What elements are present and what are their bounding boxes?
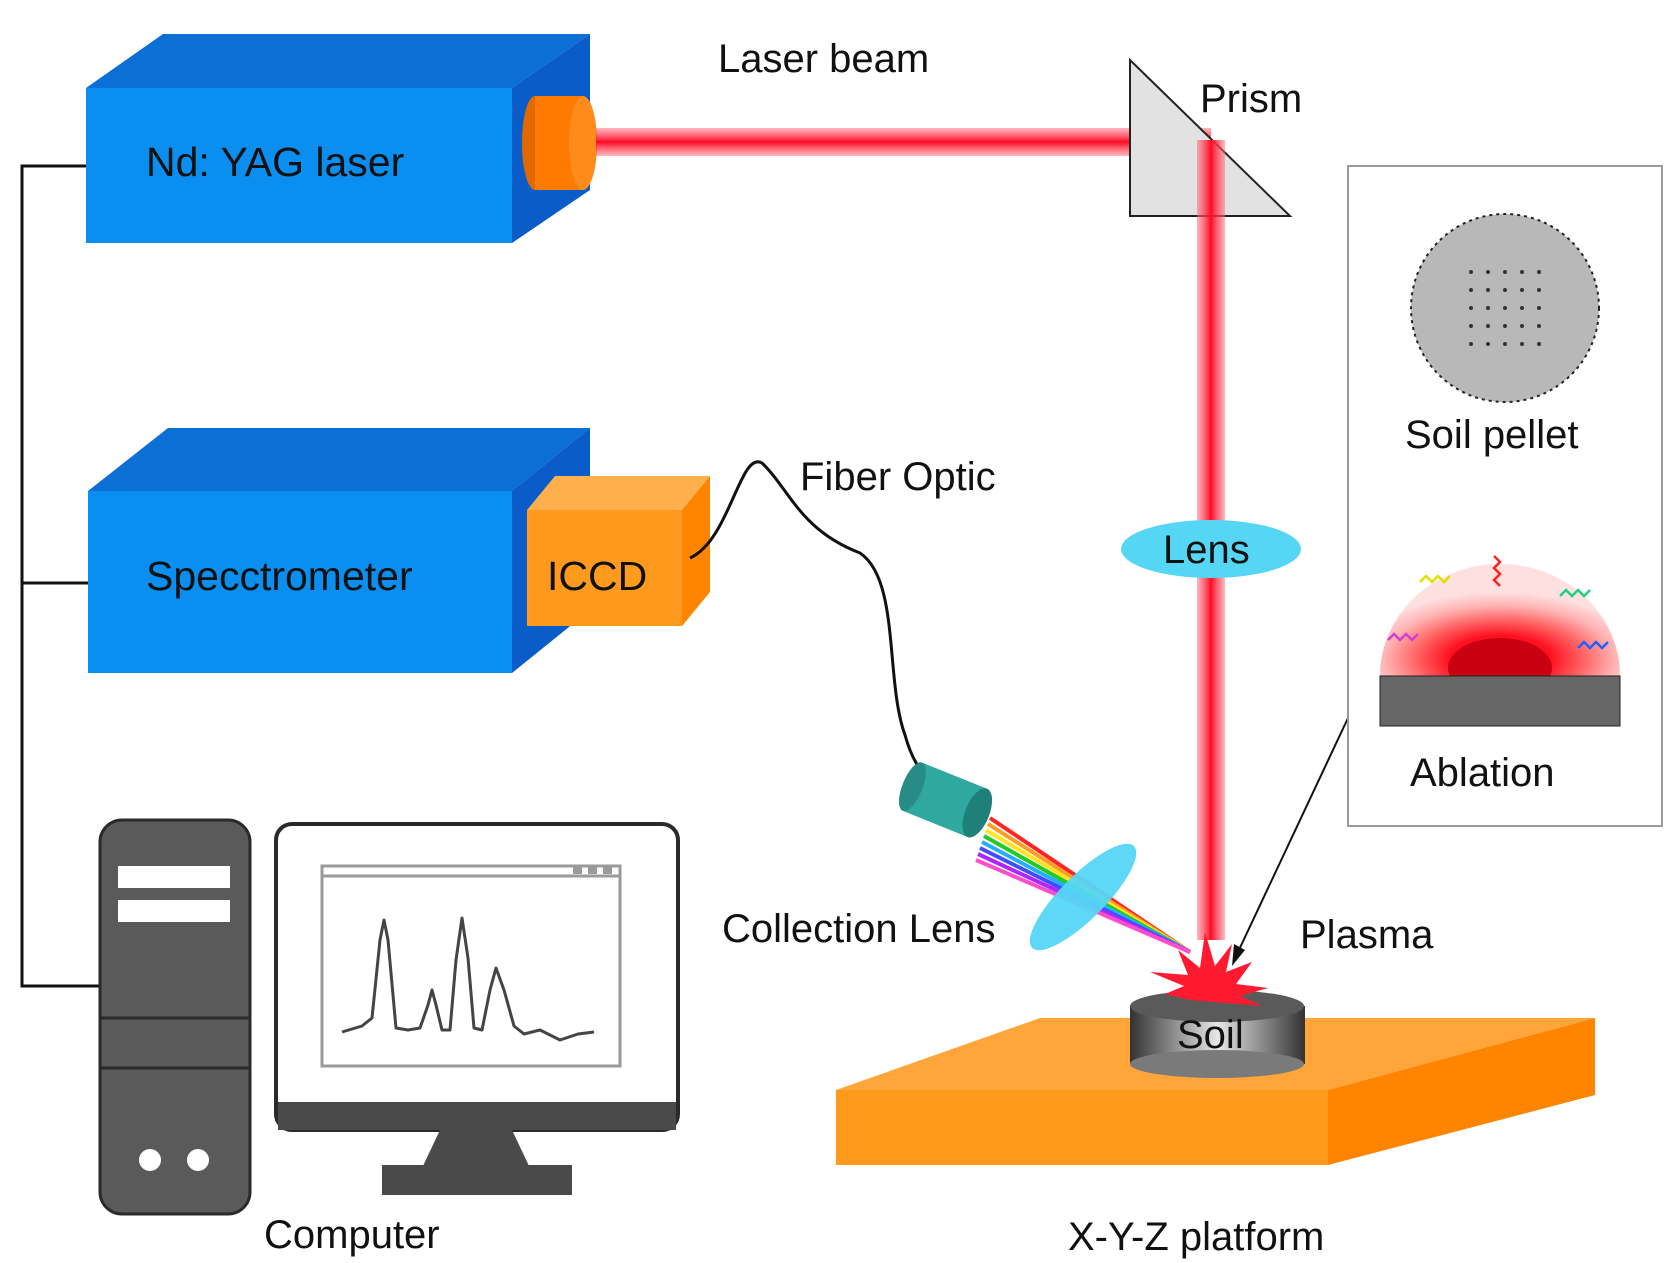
iccd-box-front xyxy=(527,510,682,626)
ablation-label: Ablation xyxy=(1410,751,1555,795)
laser-beam-horizontal xyxy=(596,128,1211,156)
emission-squiggle xyxy=(1492,555,1502,587)
emission-squiggle xyxy=(1387,632,1419,642)
grid-dot xyxy=(1520,288,1524,292)
drive-bay xyxy=(118,900,230,922)
grid-dot xyxy=(1537,324,1541,328)
grid-dot xyxy=(1503,270,1507,274)
ablation-pointer-arrow xyxy=(1232,717,1349,966)
grid-dot xyxy=(1520,342,1524,346)
platform-label: X-Y-Z platform xyxy=(1068,1215,1324,1259)
grid-dot xyxy=(1469,324,1473,328)
emission-squiggle xyxy=(1577,640,1609,650)
platform-front xyxy=(836,1090,1328,1165)
iccd-box: ICCD xyxy=(527,476,710,626)
window-controls-icon xyxy=(573,866,612,874)
grid-dot xyxy=(1537,288,1541,292)
iccd-box-side xyxy=(682,476,710,626)
computer-label: Computer xyxy=(264,1213,440,1257)
collection-lens xyxy=(1029,843,1137,951)
wire-laser xyxy=(20,164,100,988)
soil-pellet-label: Soil pellet xyxy=(1405,413,1578,457)
laser-beam-label: Laser beam xyxy=(718,37,929,81)
ablation-substrate xyxy=(1379,675,1621,727)
iccd-box-top xyxy=(527,476,710,510)
grid-dot xyxy=(1503,306,1507,310)
screen-window xyxy=(320,864,622,1068)
spectrum-trace xyxy=(341,916,595,1042)
emission-squiggle xyxy=(1419,574,1451,584)
grid-dot xyxy=(1469,342,1473,346)
fiber-collector-head xyxy=(898,762,993,838)
drive-bay xyxy=(118,866,230,888)
window-control xyxy=(603,866,612,874)
computer-tower xyxy=(98,818,252,1216)
grid-dot xyxy=(1503,288,1507,292)
grid-dot xyxy=(1520,324,1524,328)
grid-dot xyxy=(1486,342,1490,346)
ablation-plume xyxy=(1380,564,1620,676)
monitor-stand xyxy=(382,1165,572,1195)
laser-label: Nd: YAG laser xyxy=(146,139,404,185)
window-control xyxy=(588,866,597,874)
fiber-optic-cable xyxy=(689,460,930,780)
emission-squiggles xyxy=(1387,555,1609,650)
grid-dot xyxy=(1537,306,1541,310)
laser-box: Nd: YAG laser xyxy=(86,34,590,243)
grid-dot xyxy=(1503,342,1507,346)
collector-back xyxy=(898,762,926,812)
spectrometer-box-top xyxy=(88,428,590,491)
control-wires xyxy=(20,164,100,988)
plasma-burst xyxy=(1150,932,1268,1006)
grid-dot xyxy=(1537,342,1541,346)
pellet-ablation-grid xyxy=(1469,270,1541,346)
tower-button xyxy=(139,1149,161,1171)
plasma-label: Plasma xyxy=(1300,913,1434,957)
window-control xyxy=(573,866,582,874)
collection-lens-label: Collection Lens xyxy=(722,907,996,951)
grid-dot xyxy=(1469,288,1473,292)
prism-label: Prism xyxy=(1200,77,1302,121)
soil-label: Soil xyxy=(1177,1013,1244,1057)
grid-dot xyxy=(1520,270,1524,274)
grid-dot xyxy=(1486,288,1490,292)
arrow-head xyxy=(1232,944,1245,966)
grid-dot xyxy=(1537,270,1541,274)
focusing-lens xyxy=(1121,520,1301,578)
grid-dot xyxy=(1520,306,1524,310)
spectrometer-box-front xyxy=(88,491,512,673)
grid-dot xyxy=(1469,306,1473,310)
arrow-line xyxy=(1237,717,1349,953)
collector-front xyxy=(962,788,993,838)
spectrometer-box: Specctrometer xyxy=(88,428,590,673)
inset-panel: Soil pellet Ablation xyxy=(1347,165,1663,827)
monitor-neck xyxy=(422,1130,530,1168)
nozzle-front xyxy=(569,96,597,190)
monitor-bezel-bottom xyxy=(278,1102,676,1130)
platform-side xyxy=(1328,1018,1595,1165)
emission-squiggle xyxy=(1559,588,1591,598)
computer-monitor xyxy=(274,822,680,1195)
lens-label: Lens xyxy=(1163,528,1250,572)
grid-dot xyxy=(1503,324,1507,328)
soil-sample: Soil xyxy=(1130,990,1305,1078)
laser-box-front xyxy=(86,88,512,243)
grid-dot xyxy=(1469,270,1473,274)
laser-box-top xyxy=(86,34,590,88)
grid-dot xyxy=(1486,270,1490,274)
grid-dot xyxy=(1486,306,1490,310)
fiber-optic-label: Fiber Optic xyxy=(800,455,996,499)
grid-dot xyxy=(1486,324,1490,328)
iccd-label: ICCD xyxy=(547,553,647,599)
spectrometer-label: Specctrometer xyxy=(146,553,413,599)
laser-output-port xyxy=(522,96,597,190)
tower-button xyxy=(187,1149,209,1171)
soil-top xyxy=(1130,990,1304,1022)
soil-bottom xyxy=(1130,1050,1304,1078)
